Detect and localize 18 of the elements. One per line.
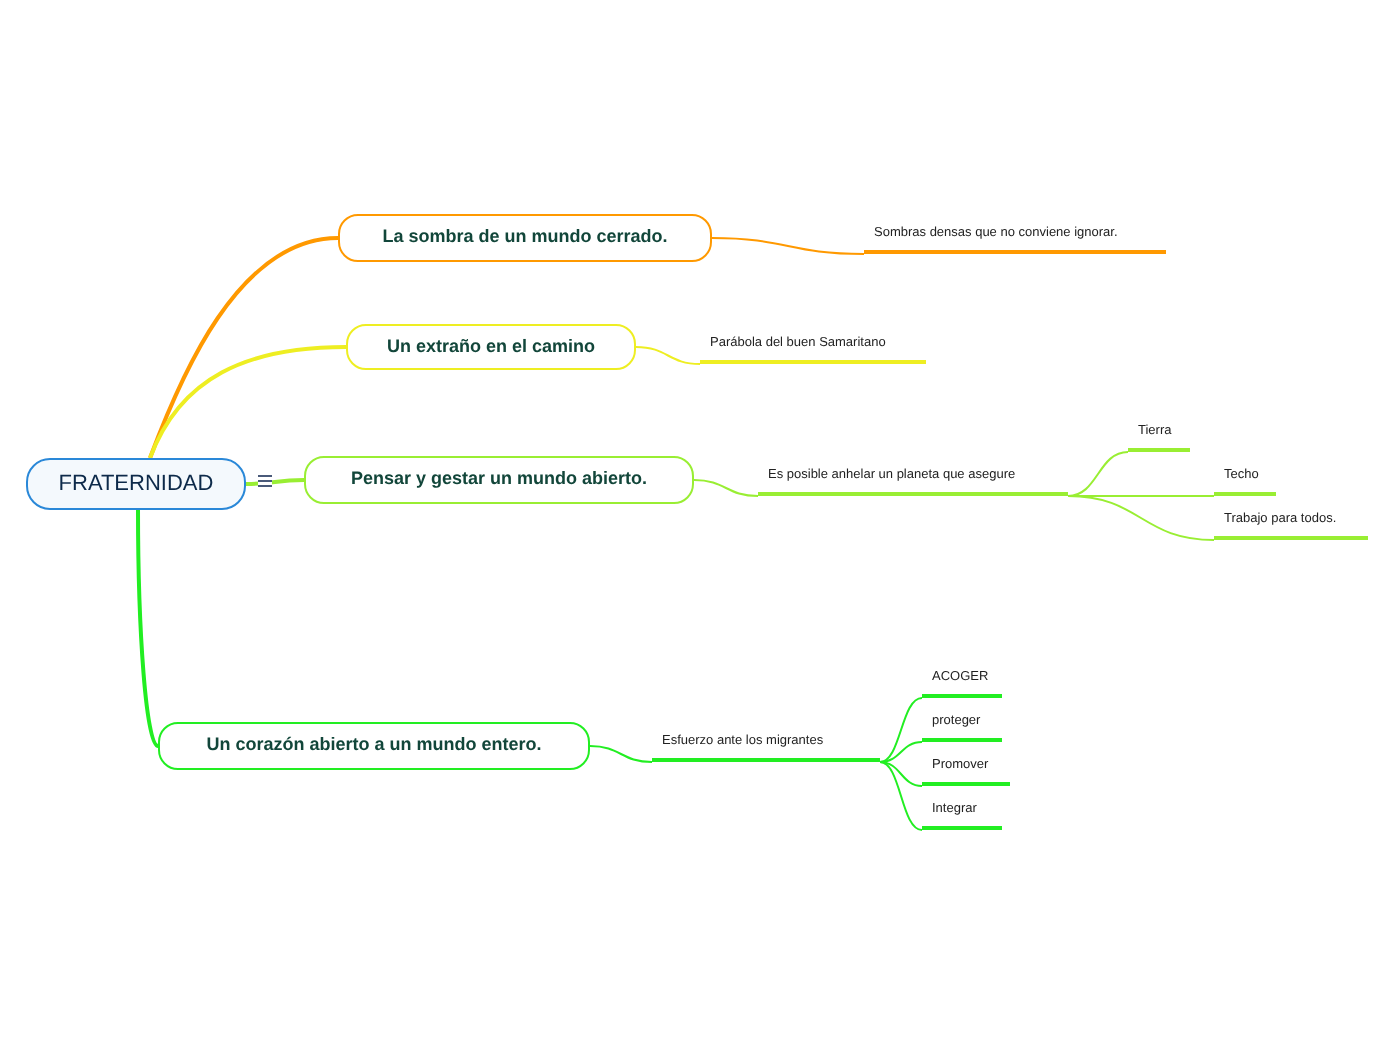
connector-line [635, 346, 701, 365]
central-topic: FRATERNIDAD [26, 458, 246, 510]
connector-line [879, 741, 923, 763]
topic-box: Un extraño en el camino [346, 324, 636, 370]
connector-line [136, 510, 160, 748]
connector-line [1067, 495, 1215, 541]
connector-line [245, 478, 305, 486]
topic-box: La sombra de un mundo cerrado. [338, 214, 712, 262]
connector-line [879, 761, 923, 787]
connector-line [589, 745, 653, 763]
connector-line [148, 345, 347, 459]
topic-box: Un corazón abierto a un mundo entero. [158, 722, 590, 770]
connector-line [711, 237, 865, 255]
connector-line [1067, 451, 1129, 497]
topic-box: Pensar y gestar un mundo abierto. [304, 456, 694, 504]
connector-line [879, 761, 923, 831]
connector-line [693, 479, 759, 497]
connector-line [879, 697, 923, 763]
